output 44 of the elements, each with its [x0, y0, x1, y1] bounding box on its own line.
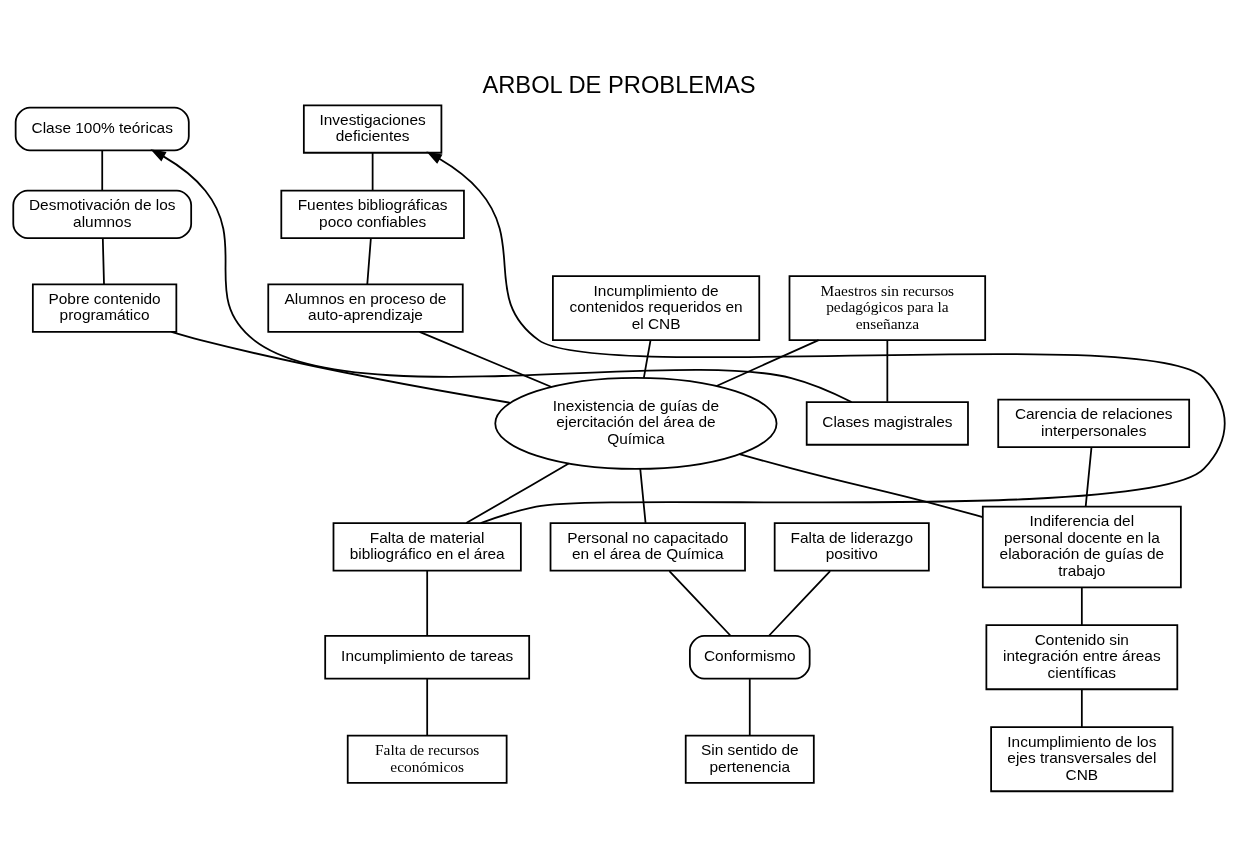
connector — [1080, 586, 1083, 626]
connector — [418, 331, 553, 388]
node-box: Clase 100% teóricas — [14, 106, 190, 152]
connector — [738, 453, 984, 519]
node-box: Personal no capacitado en el área de Química — [549, 522, 746, 572]
connector — [101, 149, 104, 192]
node-box: Desmotivación de los alumnos — [12, 189, 193, 240]
node-box: Indiferencia del personal docente en la elaboración de guías de trabajo — [981, 505, 1182, 589]
connector — [465, 462, 570, 524]
connector — [768, 570, 831, 637]
connector — [668, 570, 732, 637]
connector — [1080, 688, 1083, 728]
arrow — [426, 151, 1226, 524]
connector — [426, 570, 429, 637]
node-box: Contenido sin integración entre áreas científicas — [985, 624, 1179, 691]
connector — [170, 331, 512, 404]
connector — [715, 339, 820, 387]
node-box: Sin sentido de pertenencia — [684, 734, 815, 784]
connector — [639, 467, 647, 524]
node-box: Falta de material bibliográfico en el área — [332, 522, 522, 572]
connector — [101, 237, 105, 286]
connector — [886, 339, 889, 403]
node-box: Incumplimiento de contenidos requeridos en el CNB — [552, 275, 761, 342]
node-box: Falta de recursos económicos — [346, 734, 508, 784]
node-box: Fuentes bibliográficas poco confiables — [280, 189, 465, 240]
diagram-title: ARBOL DE PROBLEMAS — [482, 72, 756, 99]
node-box: Alumnos en proceso de auto-aprendizaje — [267, 283, 464, 333]
node-box: Carencia de relaciones interpersonales — [997, 398, 1191, 448]
connector — [371, 152, 374, 192]
node-ellipse: Inexistencia de guías de ejercitación del área de Química — [494, 377, 778, 470]
connector — [426, 678, 429, 737]
node-box: Falta de liderazgo positivo — [773, 522, 930, 572]
node-box: Incumplimiento de los ejes transversales del CNB — [990, 726, 1174, 793]
connector — [642, 339, 652, 379]
connector — [1084, 446, 1093, 508]
connector — [366, 237, 372, 286]
node-box: Pobre contenido programático — [31, 283, 178, 333]
arrow — [150, 149, 853, 403]
node-box: Clases magistrales — [805, 401, 969, 446]
node-box: Maestros sin recursos pedagógicos para la enseñanza — [788, 275, 987, 342]
node-box: Conformismo — [689, 635, 811, 680]
node-box: Investigaciones deficientes — [302, 104, 443, 154]
node-box: Incumplimiento de tareas — [324, 635, 531, 680]
connector — [748, 678, 751, 737]
